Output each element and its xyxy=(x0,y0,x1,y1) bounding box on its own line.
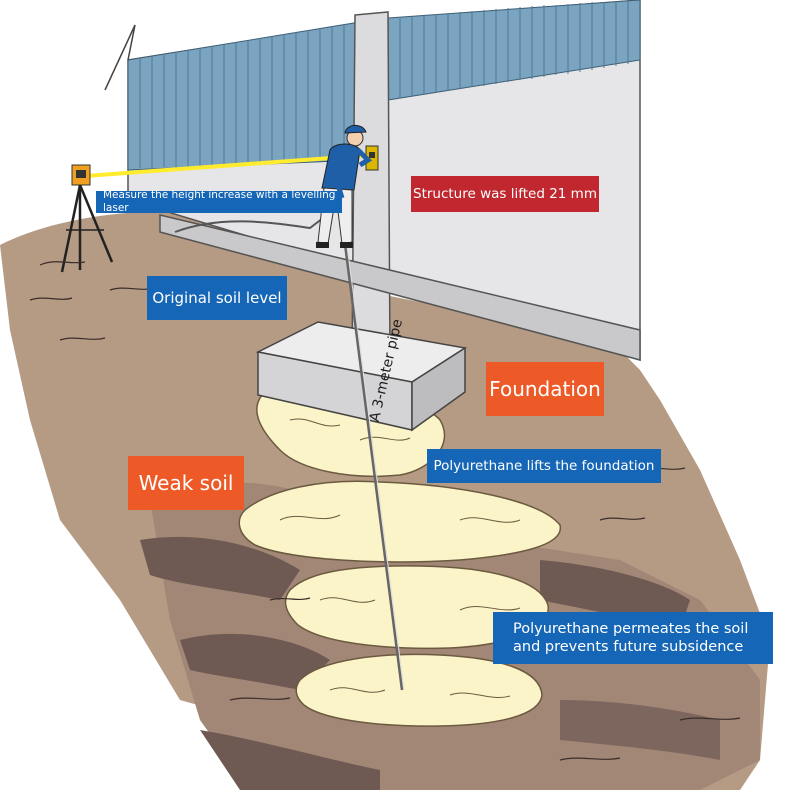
permeates-line-1: Polyurethane permeates the soil xyxy=(513,620,749,637)
levelling-laser-label: Measure the height increase with a level… xyxy=(96,189,342,214)
foundation-label: Foundation xyxy=(486,362,604,416)
hose xyxy=(174,204,341,233)
polyurethane-blob xyxy=(295,653,543,727)
soil-layer-dark xyxy=(180,633,330,690)
soil-layer-dark xyxy=(200,730,380,790)
foundation-block xyxy=(411,346,466,432)
permeates-line-2: and prevents future subsidence xyxy=(513,639,744,655)
weak-soil-label: Weak soil xyxy=(128,456,244,510)
wall-cladding xyxy=(127,21,361,171)
soil-layer-dark xyxy=(560,700,720,760)
injection-pipe-highlight xyxy=(341,204,405,691)
tripod-laser-icon xyxy=(60,164,114,273)
polyurethane-blob xyxy=(238,480,561,563)
lift-amount-label: Structure was lifted 21 mm xyxy=(411,176,599,212)
polyurethane-permeates-label: Polyurethane permeates the soil and prev… xyxy=(493,612,773,664)
column xyxy=(351,11,391,361)
roof-edge xyxy=(104,24,136,91)
soil-layer-dark xyxy=(140,536,300,600)
polyurethane-lifts-label: Polyurethane lifts the foundation xyxy=(427,449,661,483)
original-soil-level-label: Original soil level xyxy=(147,276,287,320)
blob-texture xyxy=(279,418,521,698)
laser-beam xyxy=(84,153,373,178)
permeates-text: Polyurethane permeates the soil and prev… xyxy=(513,620,748,656)
floor-slab xyxy=(159,214,641,361)
cladding-ribs xyxy=(139,1,629,168)
injection-pipe-icon xyxy=(338,204,404,691)
